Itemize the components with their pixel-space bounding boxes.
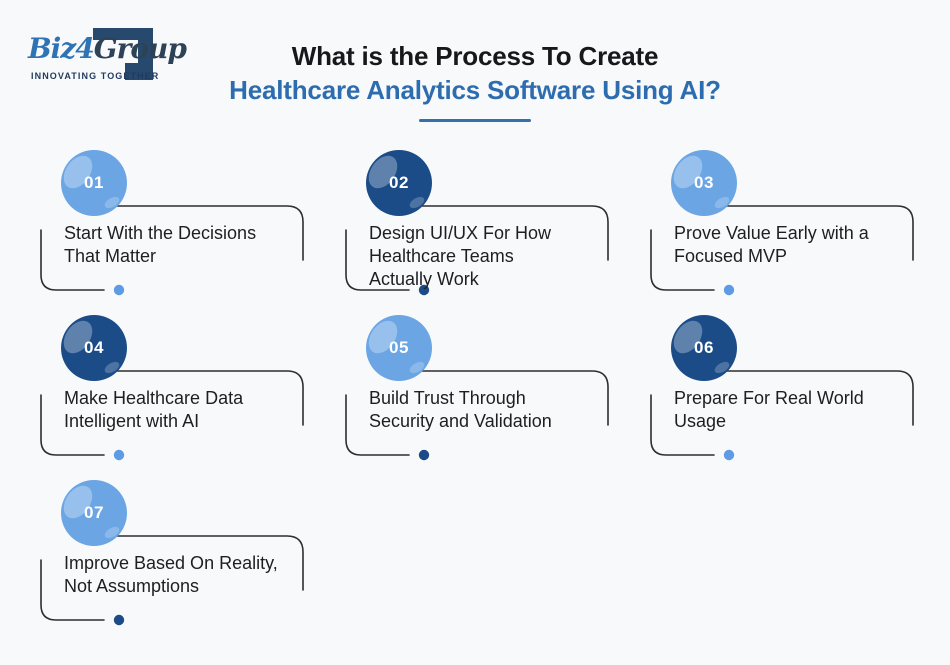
step-dot [113,449,125,461]
step-number-badge: 06 [671,315,737,381]
step-number-badge: 03 [671,150,737,216]
step-number-badge: 02 [366,150,432,216]
step-dot [723,449,735,461]
step-card-01: 01 Start With the Decisions That Matter [38,140,330,305]
step-number: 05 [389,338,409,357]
step-card-06: 06 Prepare For Real World Usage [648,305,940,470]
step-card-04: 04 Make Healthcare Data Intelligent with… [38,305,330,470]
step-number-badge: 05 [366,315,432,381]
brand-name-part3: Group [93,32,187,65]
title-line-2: Healthcare Analytics Software Using AI? [229,75,721,105]
title-underline [419,119,531,122]
step-number: 02 [389,173,409,192]
step-bracket [345,370,609,461]
step-number-badge: 01 [61,150,127,216]
step-bracket [40,370,304,461]
step-number: 06 [694,338,714,357]
step-number-badge: 04 [61,315,127,381]
step-label: Build Trust Through Security and Validat… [369,388,552,431]
step-card-07: 07 Improve Based On Reality, Not Assumpt… [38,470,330,635]
step-label: Prepare For Real World Usage [674,388,864,431]
step-label: Improve Based On Reality, Not Assumption… [64,553,278,596]
step-dot [723,284,735,296]
step-dot [418,449,430,461]
step-dot [418,284,430,296]
brand-tagline: INNOVATING TOGETHER [31,71,160,81]
step-number: 03 [694,173,714,192]
step-dot [113,284,125,296]
step-label: Make Healthcare Data Intelligent with AI [64,388,244,431]
step-label: Start With the Decisions That Matter [64,223,257,266]
step-number: 07 [84,503,104,522]
step-bracket [40,535,304,626]
logo-mark-icon [93,28,153,80]
step-label: Design UI/UX For How Healthcare Teams Ac… [369,223,552,289]
step-card-03: 03 Prove Value Early with a Focused MVP [648,140,940,305]
step-bracket [650,370,914,461]
step-number: 01 [84,173,104,192]
step-bracket [40,205,304,296]
brand-name-part2: 4 [75,32,95,65]
brand-name-part1: Biz [28,32,76,65]
step-dot [113,614,125,626]
step-bracket [650,205,914,296]
step-card-02: 02 Design UI/UX For How Healthcare Teams… [343,140,635,305]
step-number-badge: 07 [61,480,127,546]
step-label: Prove Value Early with a Focused MVP [674,223,869,266]
step-card-05: 05 Build Trust Through Security and Vali… [343,305,635,470]
step-number: 04 [84,338,104,357]
brand-logo: Biz4Group INNOVATING TOGETHER [28,12,187,94]
title-line-1: What is the Process To Create [291,41,659,71]
step-bracket [345,205,609,296]
brand-name: Biz4Group [28,32,187,65]
page-title: What is the Process To Create Healthcare… [0,40,950,122]
